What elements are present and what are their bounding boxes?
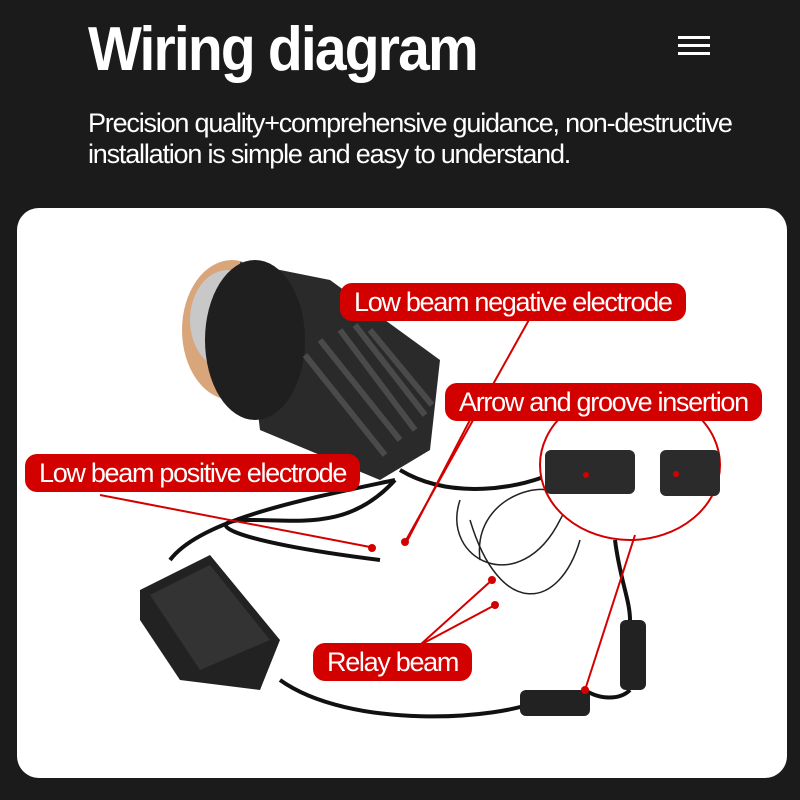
- product-diagram-card: Low beam negative electrode Arrow and gr…: [17, 208, 787, 778]
- relay-box-image: [140, 555, 280, 690]
- fog-lamp-image: [182, 260, 440, 480]
- hamburger-menu-icon[interactable]: [678, 36, 710, 56]
- label-arrow-groove-insertion: Arrow and groove insertion: [445, 383, 762, 421]
- page-title: Wiring diagram: [88, 15, 479, 84]
- page-subtitle: Precision quality+comprehensive guidance…: [88, 108, 733, 169]
- product-illustration: [99, 260, 721, 719]
- label-low-beam-positive: Low beam positive electrode: [25, 454, 361, 492]
- label-low-beam-negative: Low beam negative electrode: [340, 283, 686, 321]
- label-relay-beam: Relay beam: [313, 643, 473, 681]
